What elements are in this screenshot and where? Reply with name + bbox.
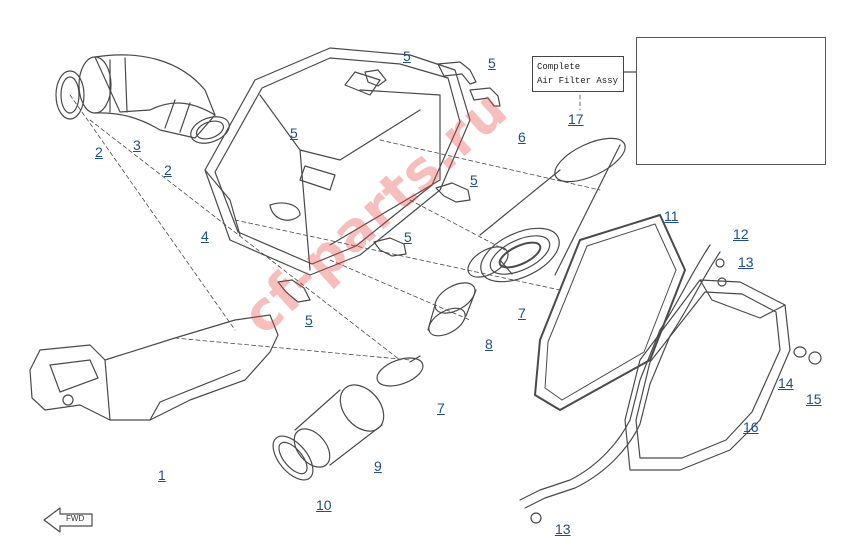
- callout-part-17[interactable]: 17: [568, 111, 584, 127]
- callout-part-5-d[interactable]: 5: [470, 172, 478, 188]
- part-14-clip: [793, 346, 807, 358]
- part-3-intake-elbow: [78, 54, 216, 139]
- callout-part-6[interactable]: 6: [518, 129, 526, 145]
- complete-assembly-label: Complete Air Filter Assy: [532, 56, 624, 92]
- callout-part-7-upper[interactable]: 7: [518, 305, 526, 321]
- part-9-intake-duct: [293, 384, 385, 468]
- callout-part-9[interactable]: 9: [374, 458, 382, 474]
- forward-arrow-icon: [43, 507, 93, 533]
- callout-part-13-lower[interactable]: 13: [555, 521, 571, 537]
- callout-part-13-upper[interactable]: 13: [738, 254, 754, 270]
- part-16-filter-cover: [624, 279, 791, 471]
- callout-part-7-lower[interactable]: 7: [437, 400, 445, 416]
- callout-part-14[interactable]: 14: [778, 375, 794, 391]
- callout-part-5-b[interactable]: 5: [488, 55, 496, 71]
- callout-part-4[interactable]: 4: [201, 228, 209, 244]
- part-2-clamp-right: [190, 116, 230, 144]
- part-15-plug: [808, 351, 822, 365]
- part-12-hose: [519, 244, 721, 509]
- fwd-label: FWD: [66, 514, 85, 523]
- part-8-sleeve: [427, 282, 477, 337]
- inset-frame: [636, 37, 826, 165]
- callout-part-15[interactable]: 15: [806, 391, 822, 407]
- callout-part-11[interactable]: 11: [664, 208, 679, 224]
- part-4-airbox-housing: [204, 47, 471, 276]
- part-2-clamp-left: [55, 70, 85, 120]
- callout-part-5-a[interactable]: 5: [403, 48, 411, 64]
- callout-part-12[interactable]: 12: [733, 226, 749, 242]
- callout-part-10[interactable]: 10: [316, 497, 332, 513]
- callout-part-3[interactable]: 3: [133, 137, 141, 153]
- callout-part-2-left[interactable]: 2: [95, 144, 103, 160]
- callout-part-5-e[interactable]: 5: [404, 229, 412, 245]
- part-7-clamp-lower: [376, 355, 424, 387]
- callout-part-5-c[interactable]: 5: [290, 125, 298, 141]
- part-11-seal-frame: [534, 214, 686, 411]
- part-6-filter-element: [479, 137, 626, 283]
- inset-label-line-2: Air Filter Assy: [537, 76, 619, 86]
- callout-part-5-f[interactable]: 5: [305, 312, 313, 328]
- part-7-clamp-upper: [467, 246, 513, 278]
- part-13-fitting-lower: [530, 512, 542, 524]
- inset-label-line-1: Complete: [537, 62, 581, 72]
- callout-part-16[interactable]: 16: [743, 419, 759, 435]
- part-5-clips: [277, 61, 501, 303]
- callout-part-8[interactable]: 8: [485, 336, 493, 352]
- callout-part-1[interactable]: 1: [158, 467, 166, 483]
- part-1-snorkel: [29, 314, 279, 421]
- part-10-end-clamp: [272, 435, 314, 481]
- callout-part-2-right[interactable]: 2: [164, 162, 172, 178]
- part-13-fitting-upper: [715, 258, 727, 287]
